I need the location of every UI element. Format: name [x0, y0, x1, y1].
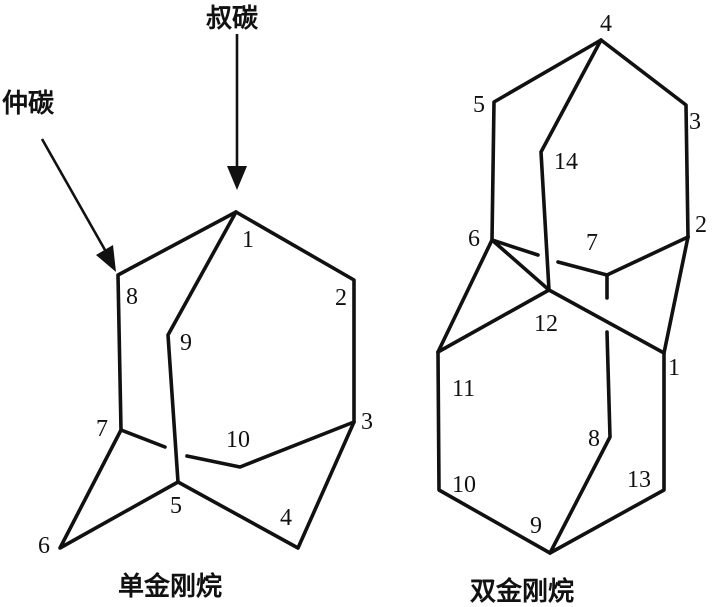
- adamantane-atom-7: 7: [96, 416, 108, 442]
- bond-8-9: [548, 330, 612, 555]
- diamantane-atom-7: 7: [586, 230, 598, 256]
- secondary-carbon-arrow-shaft: [40, 138, 107, 251]
- diamantane-atom-11: 11: [452, 376, 475, 402]
- diamantane-atom-4: 4: [600, 11, 612, 37]
- diamantane-atom-12: 12: [534, 311, 558, 337]
- diamantane-atom-8: 8: [588, 426, 600, 452]
- ring-11-10-9-13-1: [436, 350, 666, 555]
- adamantane-atom-5: 5: [170, 493, 182, 519]
- adamantane-atom-2: 2: [335, 285, 347, 311]
- diamantane-atom-13: 13: [627, 467, 651, 493]
- diamantane-atom-6: 6: [468, 226, 480, 252]
- diamantane-structure: 1 2 3 4 5 6 7 8 9 10 11 12 13 14 双金刚烷: [436, 11, 707, 607]
- secondary-carbon-annotation: 仲碳: [2, 89, 116, 272]
- secondary-carbon-label: 仲碳: [2, 89, 55, 119]
- adamantane-bonds: [58, 210, 356, 550]
- diamantane-atom-labels: 1 2 3 4 5 6 7 8 9 10 11 12 13 14: [452, 11, 707, 539]
- adamantane-name: 单金刚烷: [118, 571, 222, 602]
- diamantane-atom-2: 2: [695, 212, 707, 238]
- diamantane-atom-14: 14: [554, 149, 578, 175]
- bond-7-10-front: [119, 428, 167, 449]
- bond-1-9-5: [166, 210, 238, 484]
- tertiary-carbon-arrowhead: [227, 166, 247, 190]
- diamantane-atom-1: 1: [668, 355, 680, 381]
- adamantane-atom-3: 3: [361, 409, 373, 435]
- adamantane-atom-6: 6: [38, 533, 50, 559]
- adamantane-atom-9: 9: [180, 330, 192, 356]
- adamantane-atom-4: 4: [280, 505, 292, 531]
- bond-7-2-back: [556, 235, 690, 277]
- tertiary-carbon-label: 叔碳: [206, 4, 259, 34]
- diamantane-atom-5: 5: [473, 92, 485, 118]
- diamantane-atom-3: 3: [689, 109, 701, 135]
- diamantane-name: 双金刚烷: [470, 576, 574, 607]
- tertiary-carbon-annotation: 叔碳: [206, 4, 259, 190]
- adamantane-atom-1: 1: [242, 227, 254, 253]
- bond-4-14-12: [539, 38, 603, 292]
- adamantane-atom-8: 8: [126, 284, 138, 310]
- adamantane-structure: 1 2 3 4 5 6 7 8 9 10 单金刚烷: [38, 210, 373, 602]
- bond-6-5-4-3-2: [490, 38, 690, 242]
- adamantane-atom-labels: 1 2 3 4 5 6 7 8 9 10: [38, 227, 373, 559]
- bond-7-10-3-back: [185, 420, 356, 469]
- bond-6-7-front: [490, 238, 540, 257]
- secondary-carbon-arrowhead: [96, 245, 116, 272]
- diamantane-atom-9: 9: [530, 513, 542, 539]
- diamantane-bonds: [436, 38, 690, 555]
- ring-6-11-12: [436, 238, 551, 354]
- bond-12-1-2: [547, 235, 690, 355]
- diamantane-atom-10: 10: [452, 472, 476, 498]
- adamantane-atom-10: 10: [226, 427, 250, 453]
